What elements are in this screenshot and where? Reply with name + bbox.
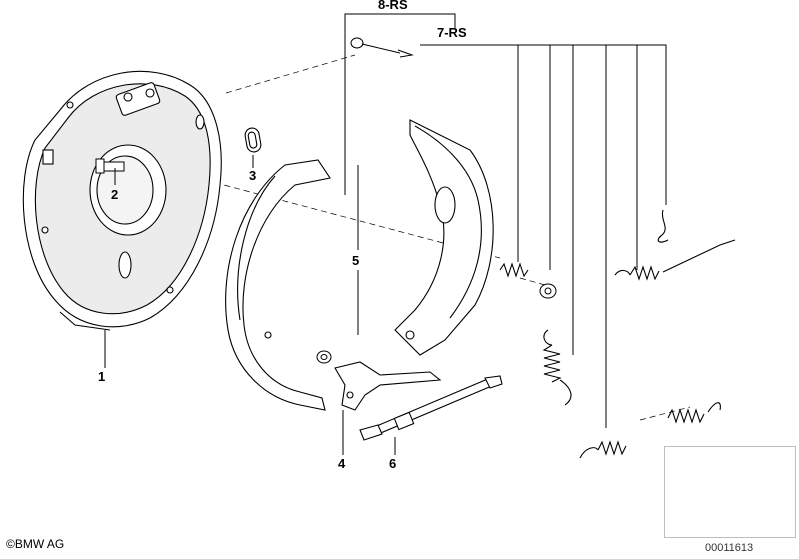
callout-leaders [104, 155, 396, 455]
copyright-symbol: © [6, 537, 15, 551]
callout-8-rs: 8-RS [378, 0, 408, 12]
callout-7-rs: 7-RS [437, 25, 467, 40]
spring-small [499, 262, 529, 278]
backing-plate [22, 70, 222, 331]
grommet [244, 127, 262, 153]
spring-lower-right [667, 402, 721, 424]
spring-hook-upper [657, 209, 669, 243]
brake-shoe-left [225, 159, 331, 411]
adjuster-strut [359, 375, 503, 441]
copyright-label: ©BMW AG [6, 537, 64, 551]
callout-5: 5 [352, 253, 359, 268]
image-code: 00011613 [705, 542, 754, 554]
callout-6: 6 [389, 456, 396, 471]
spring-lower-left [579, 440, 627, 459]
copyright-text: BMW AG [14, 537, 65, 551]
bolt [95, 158, 125, 174]
retainer-washer [316, 350, 332, 364]
callout-2: 2 [111, 187, 118, 202]
bracket-8-rs [344, 13, 456, 195]
callout-3: 3 [249, 168, 256, 183]
hold-down-pin [350, 37, 414, 58]
spring-long-upper [614, 239, 736, 281]
bracket-7-rs [420, 44, 667, 428]
parking-brake-lever [334, 361, 442, 411]
spring-vertical [542, 329, 572, 406]
brake-shoe-right [394, 119, 494, 356]
spring-cap [539, 283, 557, 299]
callout-4: 4 [338, 456, 346, 471]
vehicle-thumbnail-frame [664, 446, 796, 538]
callout-1: 1 [98, 369, 105, 384]
